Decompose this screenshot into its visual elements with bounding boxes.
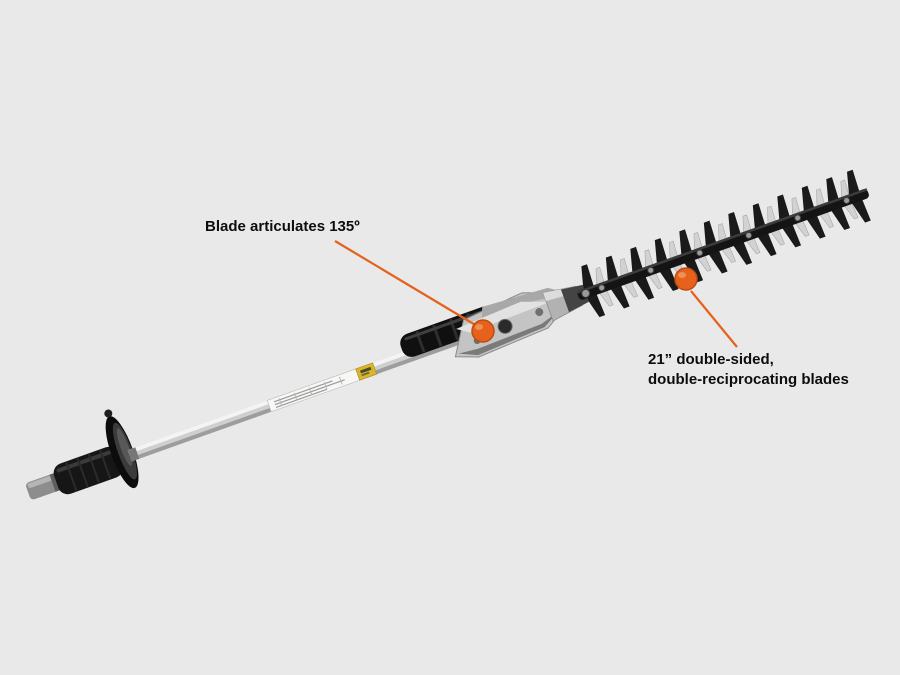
pivot-bolt [497, 318, 513, 334]
callout-marker-blades-highlight [678, 272, 686, 278]
coupler-grip [53, 446, 123, 495]
callout-marker-blades [674, 267, 698, 291]
blade-bolts [581, 196, 851, 298]
callout-text-blades: 21” double-sided, double-reciprocating b… [648, 350, 849, 390]
callout-text-articulation: Blade articulates 135º [205, 217, 360, 237]
hanger-disc [104, 409, 139, 489]
warning-label [355, 362, 378, 381]
callout-blades-line1: 21” double-sided, [648, 351, 774, 368]
trimmer-body [26, 169, 871, 500]
drive-shaft-tip [26, 472, 64, 500]
hanger-knob [104, 409, 113, 418]
callout-blades-line2: double-reciprocating blades [648, 371, 849, 388]
front-blade-teeth [581, 169, 871, 318]
callout-marker-articulation-highlight [475, 324, 483, 330]
callout-articulation-label: Blade articulates 135º [205, 218, 360, 235]
callout-marker-articulation [471, 319, 495, 343]
shaft-label [266, 368, 361, 413]
blade-spine [560, 188, 869, 313]
callout-line-articulation [334, 240, 478, 327]
callout-line-blades [690, 290, 738, 348]
